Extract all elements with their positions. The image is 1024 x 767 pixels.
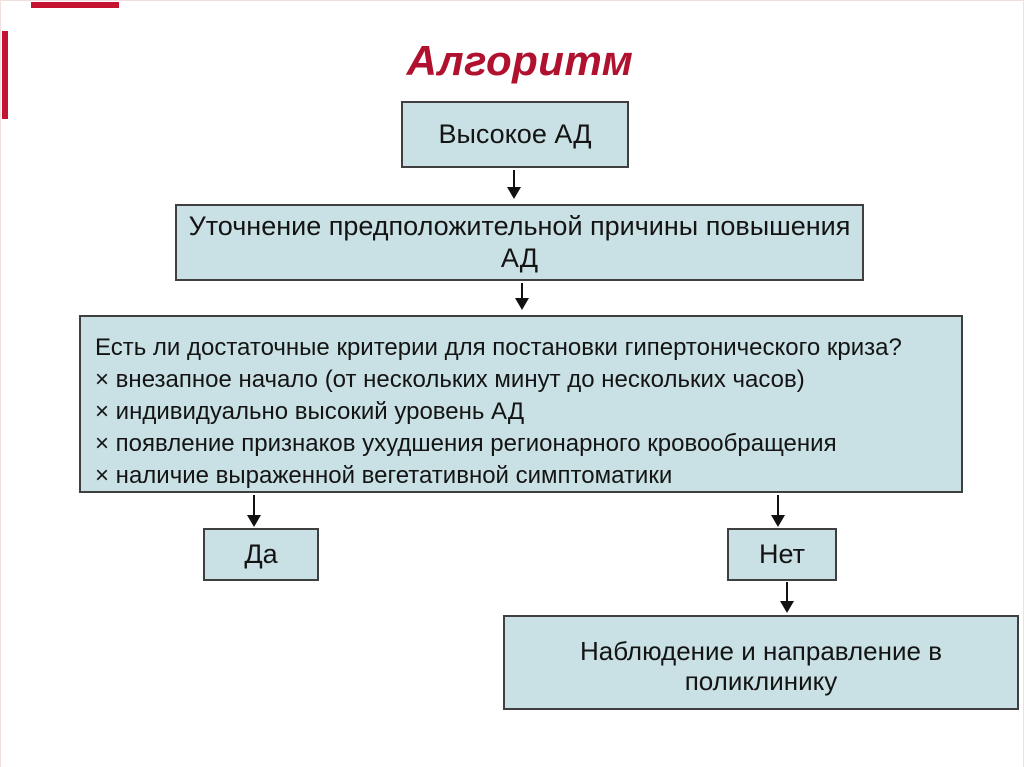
criteria-item: × появление признаков ухудшения регионар…: [95, 430, 837, 457]
arrow-down-icon: [515, 298, 529, 310]
arrow-down-no-to-observe: [780, 582, 794, 613]
criteria-item: × индивидуально высокий уровень АД: [95, 398, 525, 425]
arrow-down-icon: [507, 187, 521, 199]
arrow-shaft: [513, 170, 515, 187]
node-observe: Наблюдение и направление в поликлинику: [503, 615, 1019, 710]
node-clarify-label: Уточнение предположительной причины повы…: [188, 211, 851, 273]
criteria-item: × наличие выраженной вегетативной симпто…: [95, 462, 673, 489]
red-corner-mark-left: [2, 31, 8, 119]
arrow-down-icon: [780, 601, 794, 613]
node-criteria: Есть ли достаточные критерии для постано…: [79, 315, 963, 493]
arrow-shaft: [786, 582, 788, 601]
criteria-item: × внезапное начало (от нескольких минут …: [95, 366, 805, 393]
arrow-shaft: [777, 495, 779, 515]
arrow-down-criteria-to-no: [771, 495, 785, 527]
criteria-question: Есть ли достаточные критерии для постано…: [95, 334, 902, 361]
node-high-bp-label: Высокое АД: [438, 118, 592, 149]
arrow-down-criteria-to-yes: [247, 495, 261, 527]
arrow-down-clarify-to-criteria: [515, 283, 529, 310]
page-title: Алгоритм: [406, 37, 634, 84]
node-yes-label: Да: [244, 538, 278, 569]
arrow-down-icon: [247, 515, 261, 527]
node-yes: Да: [203, 528, 319, 581]
arrow-down-high-bp-to-clarify: [507, 170, 521, 199]
node-clarify-cause: Уточнение предположительной причины повы…: [175, 204, 864, 281]
node-no: Нет: [727, 528, 837, 581]
arrow-down-icon: [771, 515, 785, 527]
arrow-shaft: [521, 283, 523, 298]
node-observe-label: Наблюдение и направление в поликлинику: [579, 635, 943, 696]
red-corner-mark-top: [31, 2, 119, 8]
node-no-label: Нет: [759, 538, 805, 569]
arrow-shaft: [253, 495, 255, 515]
node-high-bp: Высокое АД: [401, 101, 629, 168]
